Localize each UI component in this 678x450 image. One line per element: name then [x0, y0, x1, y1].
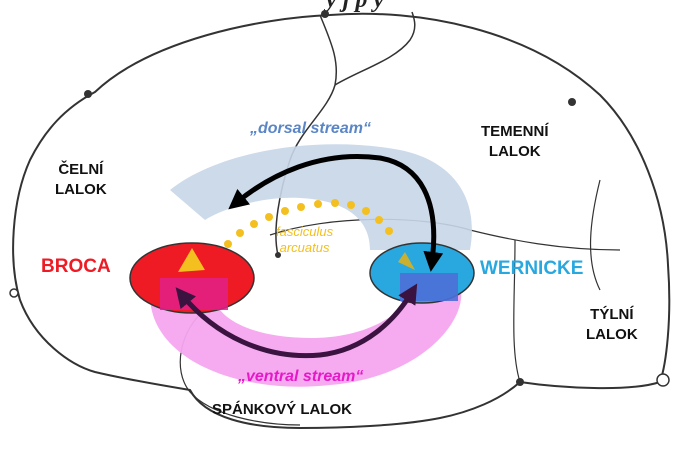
outline-dot [9, 288, 19, 298]
outline-dot [516, 378, 524, 386]
central-sulcus-upper [334, 11, 416, 86]
frontal-lobe-label-line: LALOK [55, 181, 107, 198]
fasciculus-label-line: fasciculus [276, 224, 334, 239]
ventral-stream-band [150, 285, 462, 387]
ventral-stream-arrow [175, 283, 418, 359]
fasciculus-dot [281, 207, 289, 215]
frontal-lobe-label: ČELNÍ LALOK [55, 160, 107, 200]
fasciculus-dot [362, 207, 370, 215]
wernicke-label: WERNICKE [480, 258, 584, 279]
fasciculus-dot [297, 203, 305, 211]
fasciculus-dot [250, 220, 258, 228]
occipital-lobe-label-line: LALOK [586, 326, 638, 343]
broca-triangle [178, 248, 205, 272]
fasciculus-dot [385, 227, 393, 235]
fasciculus-dot [236, 229, 244, 237]
frontal-lobe-label-line: ČELNÍ [58, 161, 104, 178]
temporal-lobe-label: SPÁNKOVÝ LALOK [212, 401, 353, 418]
fasciculus-label-line: arcuatus [279, 240, 330, 255]
outline-dots [9, 10, 670, 387]
fasciculus-dot [331, 199, 339, 207]
preoccipital-line [513, 239, 521, 383]
occipital-lobe-label: TÝLNÍ LALOK [586, 305, 638, 345]
brain-outline [12, 12, 671, 430]
ventral-stream-label: „ventral stream“ [238, 368, 364, 385]
parieto-occipital-line [589, 179, 601, 291]
fasciculus-dot [347, 201, 355, 209]
outline-dot [84, 90, 92, 98]
fasciculus-arcuatus-label: fasciculus arcuatus [276, 224, 333, 256]
parietal-lobe-label: TEMENNÍ LALOK [481, 122, 549, 162]
fasciculus-dot [265, 213, 273, 221]
broca-label: BROCA [41, 256, 111, 277]
fasciculus-dot [224, 240, 232, 248]
parietal-lobe-label-line: TEMENNÍ [481, 123, 549, 140]
fasciculus-dot [375, 216, 383, 224]
parietal-lobe-label-line: LALOK [488, 143, 541, 160]
dorsal-stream-arrow [228, 154, 444, 272]
dorsal-stream-label: „dorsal stream“ [250, 120, 371, 137]
outline-dot [321, 10, 329, 18]
fasciculus-dot [314, 200, 322, 208]
occipital-lobe-label-line: TÝLNÍ [590, 306, 634, 323]
outline-dot [568, 98, 576, 106]
outline-dot [656, 373, 670, 387]
title-fragment: y j p y [326, 0, 384, 13]
